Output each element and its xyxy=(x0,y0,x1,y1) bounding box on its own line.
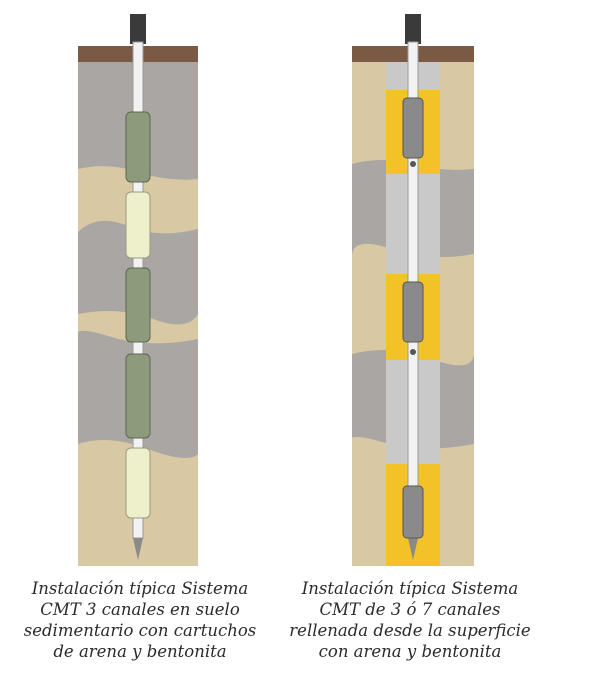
caption-line: con arena y bentonita xyxy=(318,642,502,661)
left-installation-diagram xyxy=(78,14,198,566)
pipe-tip xyxy=(133,538,143,560)
sand-cartridge xyxy=(125,447,151,519)
caption-line: rellenada desde la superficie xyxy=(289,621,531,640)
caption-line: Instalación típica Sistema xyxy=(301,579,519,598)
wellhead-cap xyxy=(405,14,421,44)
right-caption: Instalación típica Sistema CMT de 3 ó 7 … xyxy=(270,578,550,662)
port-marker xyxy=(410,349,416,355)
caption-line: CMT de 3 ó 7 canales xyxy=(319,600,501,619)
bentonite-cartridge xyxy=(125,353,151,439)
port-screen xyxy=(402,97,424,159)
caption-line: CMT 3 canales en suelo xyxy=(40,600,240,619)
wellhead-cap xyxy=(130,14,146,44)
right-installation-diagram xyxy=(352,14,474,566)
bentonite-cartridge xyxy=(125,267,151,343)
bentonite-cartridge xyxy=(125,111,151,183)
caption-line: de arena y bentonita xyxy=(53,642,227,661)
pipe-tip xyxy=(408,538,418,560)
port-marker xyxy=(410,161,416,167)
left-caption: Instalación típica Sistema CMT 3 canales… xyxy=(0,578,280,662)
sand-cartridge xyxy=(125,191,151,259)
caption-line: sedimentario con cartuchos xyxy=(23,621,257,640)
caption-line: Instalación típica Sistema xyxy=(31,579,249,598)
port-screen xyxy=(402,485,424,539)
left-diagram-svg xyxy=(78,14,198,566)
port-screen xyxy=(402,281,424,343)
right-diagram-svg xyxy=(352,14,474,566)
